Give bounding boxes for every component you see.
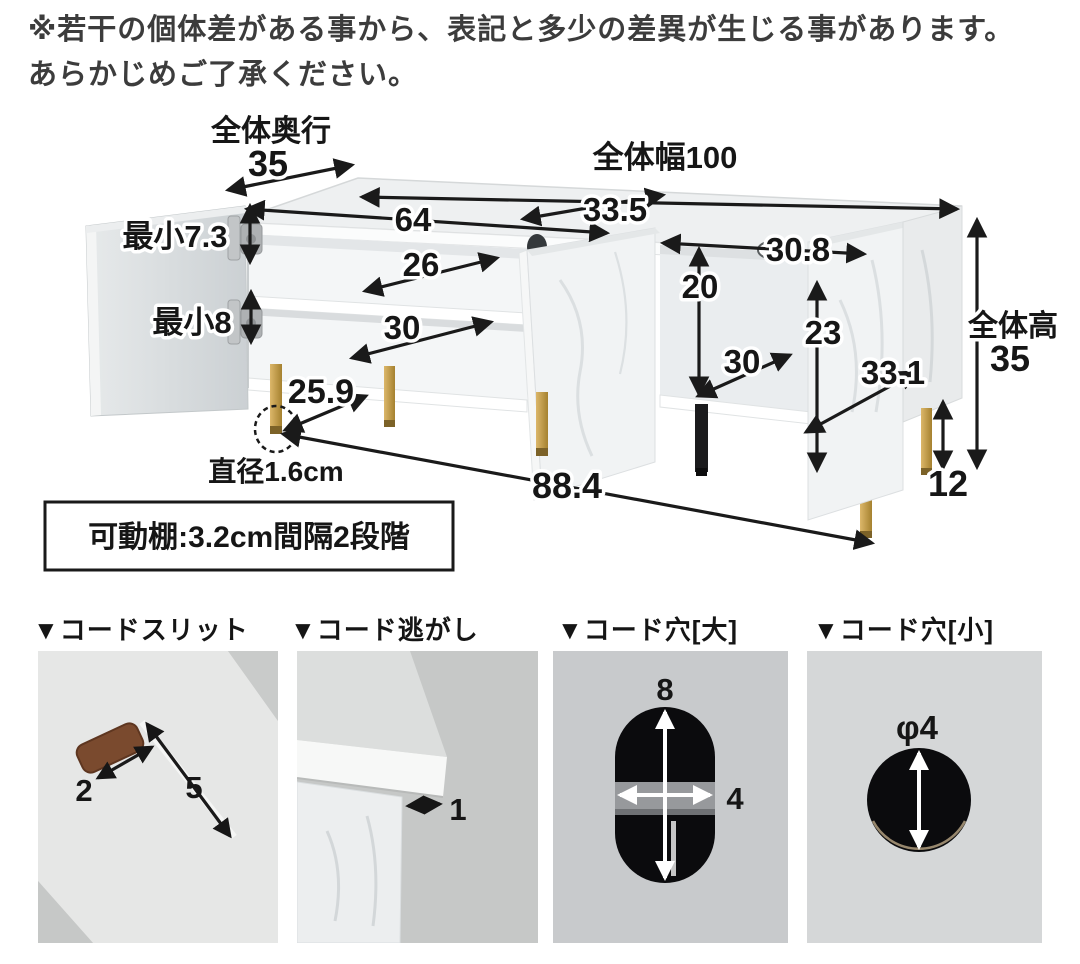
edge-shadow: [296, 777, 444, 798]
gap-dim: 1: [449, 792, 466, 827]
detail-panel-cord-hole-large: 8 4: [553, 651, 788, 948]
dim-right-door-width: 33.1: [861, 354, 925, 391]
marble-vein: [325, 815, 378, 927]
back-left-leg: [384, 366, 395, 424]
left-door-edge: [86, 225, 101, 416]
middle-door: [526, 227, 656, 498]
door-corner: [296, 781, 403, 944]
dim-overall-height-value: 35: [990, 338, 1030, 379]
front-right-leg-foot: [860, 531, 872, 538]
slit-length-dim: 5: [185, 770, 202, 805]
marble-vein: [920, 249, 934, 383]
dim-right-inner-depth: 30: [724, 343, 761, 380]
back-left-leg-foot: [384, 420, 395, 427]
dim-leg-height: 12: [928, 463, 968, 504]
detail-label-cord-hole-large: ▼コード穴[大]: [557, 615, 739, 645]
disclaimer-line-1: ※若干の個体差がある事から、表記と多少の差異が生じる事があります。: [28, 14, 1015, 46]
back-right-leg-foot: [921, 468, 932, 475]
black-leg: [695, 404, 708, 472]
movable-shelf-note-box: [43, 500, 455, 572]
hole-width-dim: 4: [726, 781, 744, 816]
front-middle-leg: [536, 392, 548, 452]
dim-leg-spacing: 25.9: [288, 373, 354, 411]
dim-overall-depth-label: 全体奥行: [210, 114, 331, 148]
detail-panel-cord-hole-small: φ4: [807, 651, 1042, 948]
dim-overall-height-label: 全体高: [967, 309, 1058, 343]
front-middle-leg-foot: [536, 448, 548, 456]
detail-panel-cord-relief: 1: [296, 651, 538, 948]
dim-leg-diameter: 直径1.6cm: [208, 456, 343, 487]
front-left-leg-foot: [270, 426, 282, 434]
dim-hinge-clearance-top: 最小7.3: [122, 219, 227, 254]
dim-hinge-clearance-bottom: 最小8: [152, 305, 231, 340]
hole-diameter-dim: φ4: [896, 709, 939, 746]
slit-width-dim: 2: [75, 773, 92, 808]
dimension-diagram: 全体奥行 35 全体幅100 33.5 64 26 30 最小7.3 最小8 3…: [43, 111, 1062, 572]
background-corner: [38, 881, 93, 943]
disclaimer: ※若干の個体差がある事から、表記と多少の差異が生じる事があります。 あらかじめご…: [28, 8, 1014, 98]
disclaimer-line-2: あらかじめご了承ください。: [28, 59, 419, 91]
back-right-leg: [921, 408, 932, 472]
top-panel-surface: [38, 651, 278, 943]
detail-label-cord-slit: ▼コードスリット: [33, 615, 249, 645]
dim-middle-door-width: 33.5: [583, 191, 647, 228]
dim-upper-shelf-depth: 26: [403, 246, 440, 283]
black-leg-foot: [696, 468, 707, 476]
hole-height-dim: 8: [656, 672, 673, 707]
background-corner: [228, 651, 278, 721]
dim-right-inner-height: 20: [682, 268, 719, 305]
dim-overall-width: 全体幅100: [592, 140, 738, 175]
detail-label-cord-hole-small: ▼コード穴[小]: [813, 615, 995, 645]
left-door-top-edge: [86, 206, 246, 233]
dimension-lines: [224, 158, 988, 551]
movable-shelf-note: 可動棚:3.2cm間隔2段階: [88, 520, 410, 554]
front-left-leg: [270, 364, 282, 428]
detail-panel-cord-slit: 2 5: [38, 651, 278, 948]
dim-lower-shelf-depth: 30: [384, 309, 421, 346]
dim-leg-span: 88.4: [532, 465, 602, 506]
dim-right-inner-width: 30.8: [766, 231, 830, 268]
dim-left-inner-width: 64: [395, 201, 432, 238]
dim-right-section-height: 23: [805, 314, 842, 351]
detail-label-cord-relief: ▼コード逃がし: [290, 615, 479, 645]
dim-overall-depth-value: 35: [248, 143, 288, 184]
top-panel-surface: [297, 651, 447, 757]
marble-vein: [613, 251, 628, 375]
